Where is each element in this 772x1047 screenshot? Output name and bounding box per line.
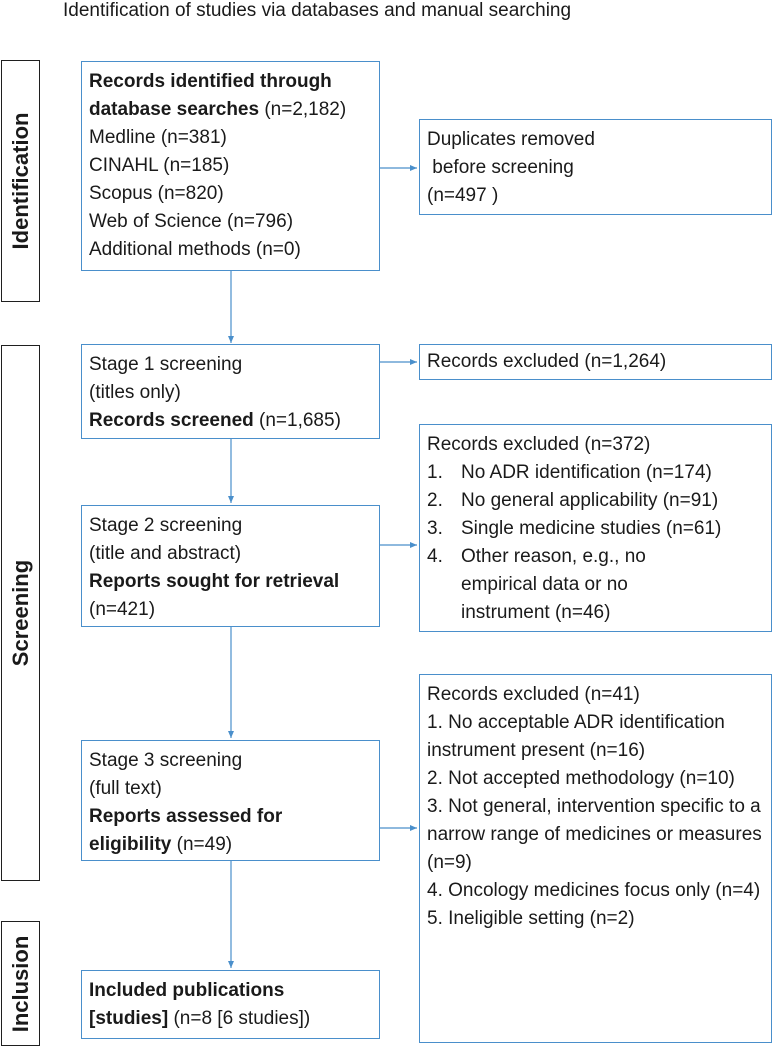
duplicates-count: (n=497 )	[427, 185, 499, 206]
duplicates-box: Duplicates removed before screening (n=4…	[419, 119, 772, 215]
stage1-title: Stage 1 screening	[89, 354, 243, 375]
excluded3-item: 3. Not general, intervention specific to…	[427, 796, 762, 873]
phase-inclusion: Inclusion	[1, 921, 40, 1046]
excluded1-box: Records excluded (n=1,264)	[419, 344, 772, 380]
stage2-count: (n=421)	[89, 599, 156, 620]
database-additional-methods: Additional methods (n=0)	[89, 239, 301, 260]
records-identified-total: (n=2,182)	[259, 99, 347, 120]
phase-identification: Identification	[1, 60, 40, 302]
stage2-title: Stage 2 screening	[89, 515, 243, 536]
stage1-subtitle: (titles only)	[89, 382, 181, 403]
records-identified-box: Records identified through database sear…	[81, 61, 380, 271]
records-identified-heading-bold: database searches	[89, 99, 260, 120]
duplicates-line-2: before screening	[427, 157, 574, 178]
stage1-count: (n=1,685)	[253, 410, 341, 431]
excluded2-item: 3.Single medicine studies (n=61)	[427, 518, 722, 539]
stage3-title: Stage 3 screening	[89, 750, 243, 771]
diagram-title: Identification of studies via databases …	[63, 0, 572, 21]
excluded3-item: 5. Ineligible setting (n=2)	[427, 908, 635, 929]
excluded3-item: 2. Not accepted methodology (n=10)	[427, 768, 735, 789]
included-heading: Included publications	[89, 980, 285, 1001]
duplicates-line-1: Duplicates removed	[427, 129, 595, 150]
included-box: Included publications [studies] (n=8 [6 …	[81, 970, 380, 1039]
excluded3-heading: Records excluded (n=41)	[427, 684, 640, 705]
included-studies-label: [studies]	[89, 1008, 169, 1029]
stage3-reports-assessed: Reports assessed for	[89, 806, 283, 827]
database-cinahl: CINAHL (n=185)	[89, 155, 230, 176]
included-count: (n=8 [6 studies])	[168, 1008, 311, 1029]
excluded2-item: 2.No general applicability (n=91)	[427, 490, 719, 511]
excluded2-box: Records excluded (n=372) 1.No ADR identi…	[419, 424, 772, 632]
stage1-records-screened: Records screened	[89, 410, 254, 431]
excluded3-item: 4. Oncology medicines focus only (n=4)	[427, 880, 761, 901]
excluded2-item: 4.Other reason, e.g., no empirical data …	[427, 546, 646, 623]
stage3-eligibility: eligibility	[89, 834, 172, 855]
stage1-box: Stage 1 screening (titles only) Records …	[81, 344, 380, 439]
records-identified-heading: Records identified through	[89, 71, 332, 92]
stage3-subtitle: (full text)	[89, 778, 162, 799]
excluded2-item: 1.No ADR identification (n=174)	[427, 462, 712, 483]
stage2-subtitle: (title and abstract)	[89, 543, 242, 564]
stage2-reports-sought: Reports sought for retrieval	[89, 571, 340, 592]
excluded1-text: Records excluded (n=1,264)	[427, 351, 667, 372]
excluded3-item: 1. No acceptable ADR identification inst…	[427, 712, 725, 761]
stage3-box: Stage 3 screening (full text) Reports as…	[81, 740, 380, 861]
database-web-of-science: Web of Science (n=796)	[89, 211, 294, 232]
phase-screening: Screening	[1, 345, 40, 881]
database-scopus: Scopus (n=820)	[89, 183, 224, 204]
stage3-count: (n=49)	[171, 834, 233, 855]
excluded2-heading: Records excluded (n=372)	[427, 434, 651, 455]
excluded3-box: Records excluded (n=41) 1. No acceptable…	[419, 674, 772, 1043]
stage2-box: Stage 2 screening (title and abstract) R…	[81, 505, 380, 627]
database-medline: Medline (n=381)	[89, 127, 227, 148]
